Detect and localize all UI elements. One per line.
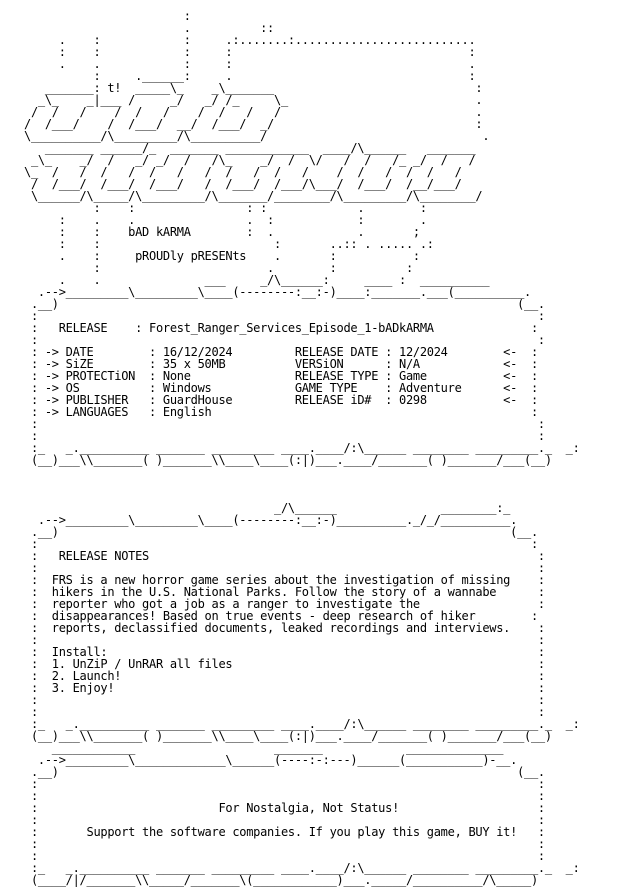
nfo-line: : . : : [24, 261, 413, 275]
nfo-line: : -> SiZE : 35 x 50MB VERSiON : N/A <- : [24, 357, 538, 371]
nfo-line: : Support the software companies. If you… [24, 825, 545, 839]
nfo-line: : : [24, 417, 545, 431]
nfo-line: .__) (__. [24, 297, 545, 311]
nfo-line: : : [24, 693, 545, 707]
nfo-line: : Install: : [24, 645, 545, 659]
nfo-line: . . : : . [24, 57, 476, 71]
nfo-line: : .______: . : [24, 69, 476, 83]
nfo-line: . : : .:.......:........................… [24, 33, 476, 47]
nfo-line: : -> OS : Windows GAME TYPE : Adventure … [24, 381, 538, 395]
nfo-line: \______/\_____/\_________/\_______/_____… [24, 189, 483, 203]
nfo-line: (__)___\\_______( )_______\\____\____(:|… [24, 729, 552, 743]
nfo-page: { "document": { "lines": [ " :", " . ::"… [24, 10, 580, 886]
nfo-line: : : [24, 633, 545, 647]
nfo-line: : 3. Enjoy! : [24, 681, 545, 695]
nfo-line: : FRS is a new horror game series about … [24, 573, 545, 587]
nfo-line: .__) (__. [24, 765, 545, 779]
nfo-line: :_ _.__________ _______ _________ ____._… [24, 717, 580, 731]
nfo-line: : . . . : : . [24, 213, 427, 227]
nfo-line: : RELEASE : Forest_Ranger_Services_Episo… [24, 321, 538, 335]
nfo-line: : : [24, 537, 538, 551]
nfo-line: . : pROUDly pRESENts . : : [24, 249, 420, 263]
nfo-line: _\_ _|___ / _/ _/ /_ \_ . [24, 93, 483, 107]
nfo-line: : RELEASE NOTES : [24, 549, 545, 563]
nfo-line: : : [24, 561, 545, 575]
nfo-line: : : [24, 777, 545, 791]
nfo-line: : hikers in the U.S. National Parks. Fol… [24, 585, 545, 599]
nfo-line: : -> DATE : 16/12/2024 RELEASE DATE : 12… [24, 345, 538, 359]
nfo-line: : : [24, 789, 545, 803]
nfo-line: : : : ..:: . ..... .: [24, 237, 434, 251]
nfo-line: / / / / / / / / / / . [24, 105, 483, 119]
nfo-line [24, 478, 580, 490]
nfo-line: : : [24, 705, 545, 719]
nfo-line: / /___/ / /___/ __/ /___/ _/ : [24, 117, 483, 131]
nfo-line: : reporter who got a job as a ranger to … [24, 597, 545, 611]
nfo-line: : : [24, 429, 545, 443]
nfo-line: .__) (__. [24, 525, 538, 539]
nfo-line: ____________ _______ ______________ [24, 741, 504, 755]
nfo-line: : 2. Launch! : [24, 669, 545, 683]
nfo-line: : -> LANGUAGES : English : [24, 405, 538, 419]
nfo-line: _/\______ ________:_ [24, 501, 511, 515]
nfo-line: (__)___\\_______( )_______\\____\____(:|… [24, 453, 552, 467]
nfo-line: : reports, declassified documents, leake… [24, 621, 545, 635]
nfo-line: : : [24, 333, 545, 347]
nfo-line: _\_ _/ / _/ _/ / /\_ _/ / \/ / / /_ _/ /… [24, 153, 476, 167]
nfo-line: \_ / / / / / / / / / / / / / / / / / [24, 165, 462, 179]
nfo-text-block: : . :: . : : .:.......:.................… [24, 10, 580, 886]
nfo-line: : [24, 9, 191, 23]
nfo-line: .-->_________\_____________\______(----:… [24, 753, 518, 767]
nfo-line: : : : : . : [24, 201, 427, 215]
nfo-line: _______: t! _____\_ _\_______ : [24, 81, 483, 95]
nfo-line: . :: [24, 21, 275, 35]
nfo-line: : 1. UnZiP / UnRAR all files : [24, 657, 545, 671]
nfo-line: : : bAD kARMA : . . ; [24, 225, 420, 239]
nfo-line [24, 466, 580, 478]
nfo-line: : : [24, 813, 545, 827]
nfo-line: :_ _.__________ _______ _________ ____._… [24, 861, 580, 875]
nfo-line: . . ___ _/\______: ____ : __________ [24, 273, 490, 287]
nfo-line: : -> PROTECTiON : None RELEASE TYPE : Ga… [24, 369, 538, 383]
nfo-line: (____/|/_______\\_____/_______\(________… [24, 873, 538, 887]
nfo-line: : : : : : [24, 45, 476, 59]
nfo-line: : disappearances! Based on true events -… [24, 609, 538, 623]
nfo-line: : : [24, 849, 545, 863]
nfo-line: : : [24, 309, 545, 323]
nfo-line: : -> PUBLISHER : GuardHouse RELEASE iD# … [24, 393, 538, 407]
nfo-line: :_ _.__________ _______ _________ ____._… [24, 441, 580, 455]
nfo-line: \__________/\_________/\__________/ . [24, 129, 490, 143]
nfo-line: / /___/ /___/ /___/ / /___/ /___/\___/ /… [24, 177, 462, 191]
nfo-line: : : [24, 837, 545, 851]
nfo-line: _______ ______/_ _______ ____________ __… [24, 141, 476, 155]
nfo-line: .-->_________\_________\____(--------:__… [24, 513, 518, 527]
nfo-line: .-->_________\_________\____(--------:__… [24, 285, 531, 299]
